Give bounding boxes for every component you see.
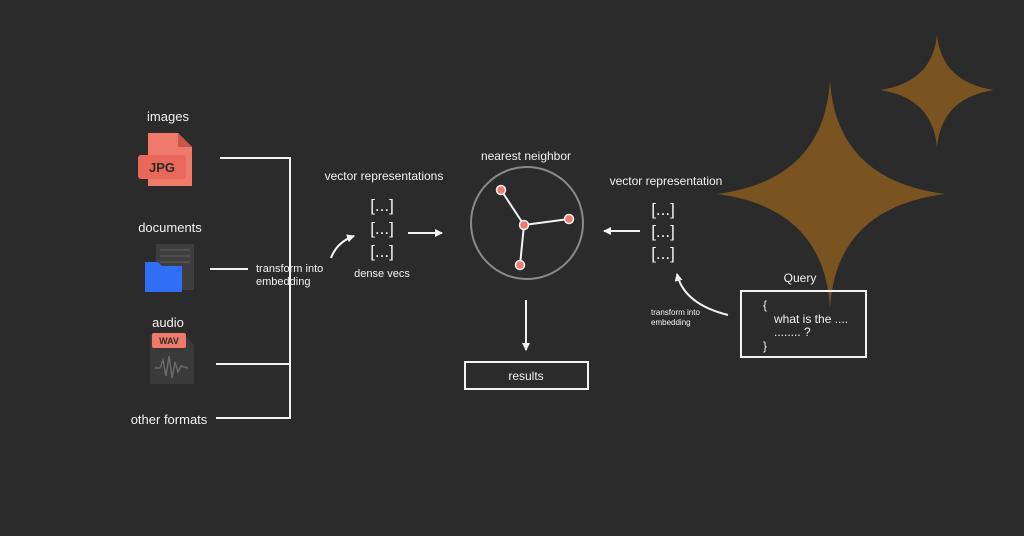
transform-left-line2: embedding: [256, 276, 310, 288]
neighbor-node-bottom: [514, 259, 526, 271]
wav-file-icon: WAV: [150, 333, 194, 384]
query-line-2: what is the ....: [773, 312, 848, 326]
neighbor-node-right: [563, 213, 575, 225]
query-line-1: {: [763, 298, 767, 312]
query-embedding-arrow: [674, 273, 729, 316]
transform-right-line1: transform into: [651, 308, 700, 317]
embedding-arrow: [330, 234, 355, 259]
audio-label: audio: [152, 315, 184, 330]
results-box: [464, 361, 589, 390]
wav-badge-text: WAV: [159, 336, 179, 346]
query-title: Query: [784, 271, 817, 285]
images-label: images: [147, 109, 189, 124]
dense-vecs-label: dense vecs: [354, 268, 410, 280]
results-label: results: [508, 369, 543, 383]
transform-right-line2: embedding: [651, 318, 691, 327]
source-connector-lines: [210, 157, 291, 419]
neighbor-graph: [500, 189, 570, 266]
other-formats-label: other formats: [131, 412, 208, 427]
vector-item-left-2: [...]: [370, 219, 394, 238]
query-box: [740, 290, 867, 358]
vector-item-right-3: [...]: [651, 244, 675, 263]
small-sparkle-icon: [880, 34, 994, 148]
jpg-badge-text: JPG: [149, 160, 175, 175]
nearest-neighbor-label: nearest neighbor: [481, 149, 571, 163]
query-line-4: }: [763, 339, 767, 353]
jpg-file-icon: JPG: [138, 133, 192, 186]
vector-item-right-1: [...]: [651, 200, 675, 219]
large-sparkle-icon: [717, 80, 945, 308]
vector-item-right-2: [...]: [651, 222, 675, 241]
vector-item-left-1: [...]: [370, 196, 394, 215]
vector-representations-label: vector representations: [325, 169, 444, 183]
query-line-3: ........ ?: [774, 325, 811, 339]
neighbor-node-top: [495, 184, 507, 196]
neighbor-circle: [470, 166, 584, 280]
vector-representation-label: vector representation: [610, 174, 723, 188]
documents-label: documents: [138, 220, 202, 235]
transform-left-line1: transform into: [256, 263, 323, 275]
neighbor-node-center: [518, 219, 530, 231]
vector-item-left-3: [...]: [370, 242, 394, 261]
folder-icon: [145, 244, 194, 292]
